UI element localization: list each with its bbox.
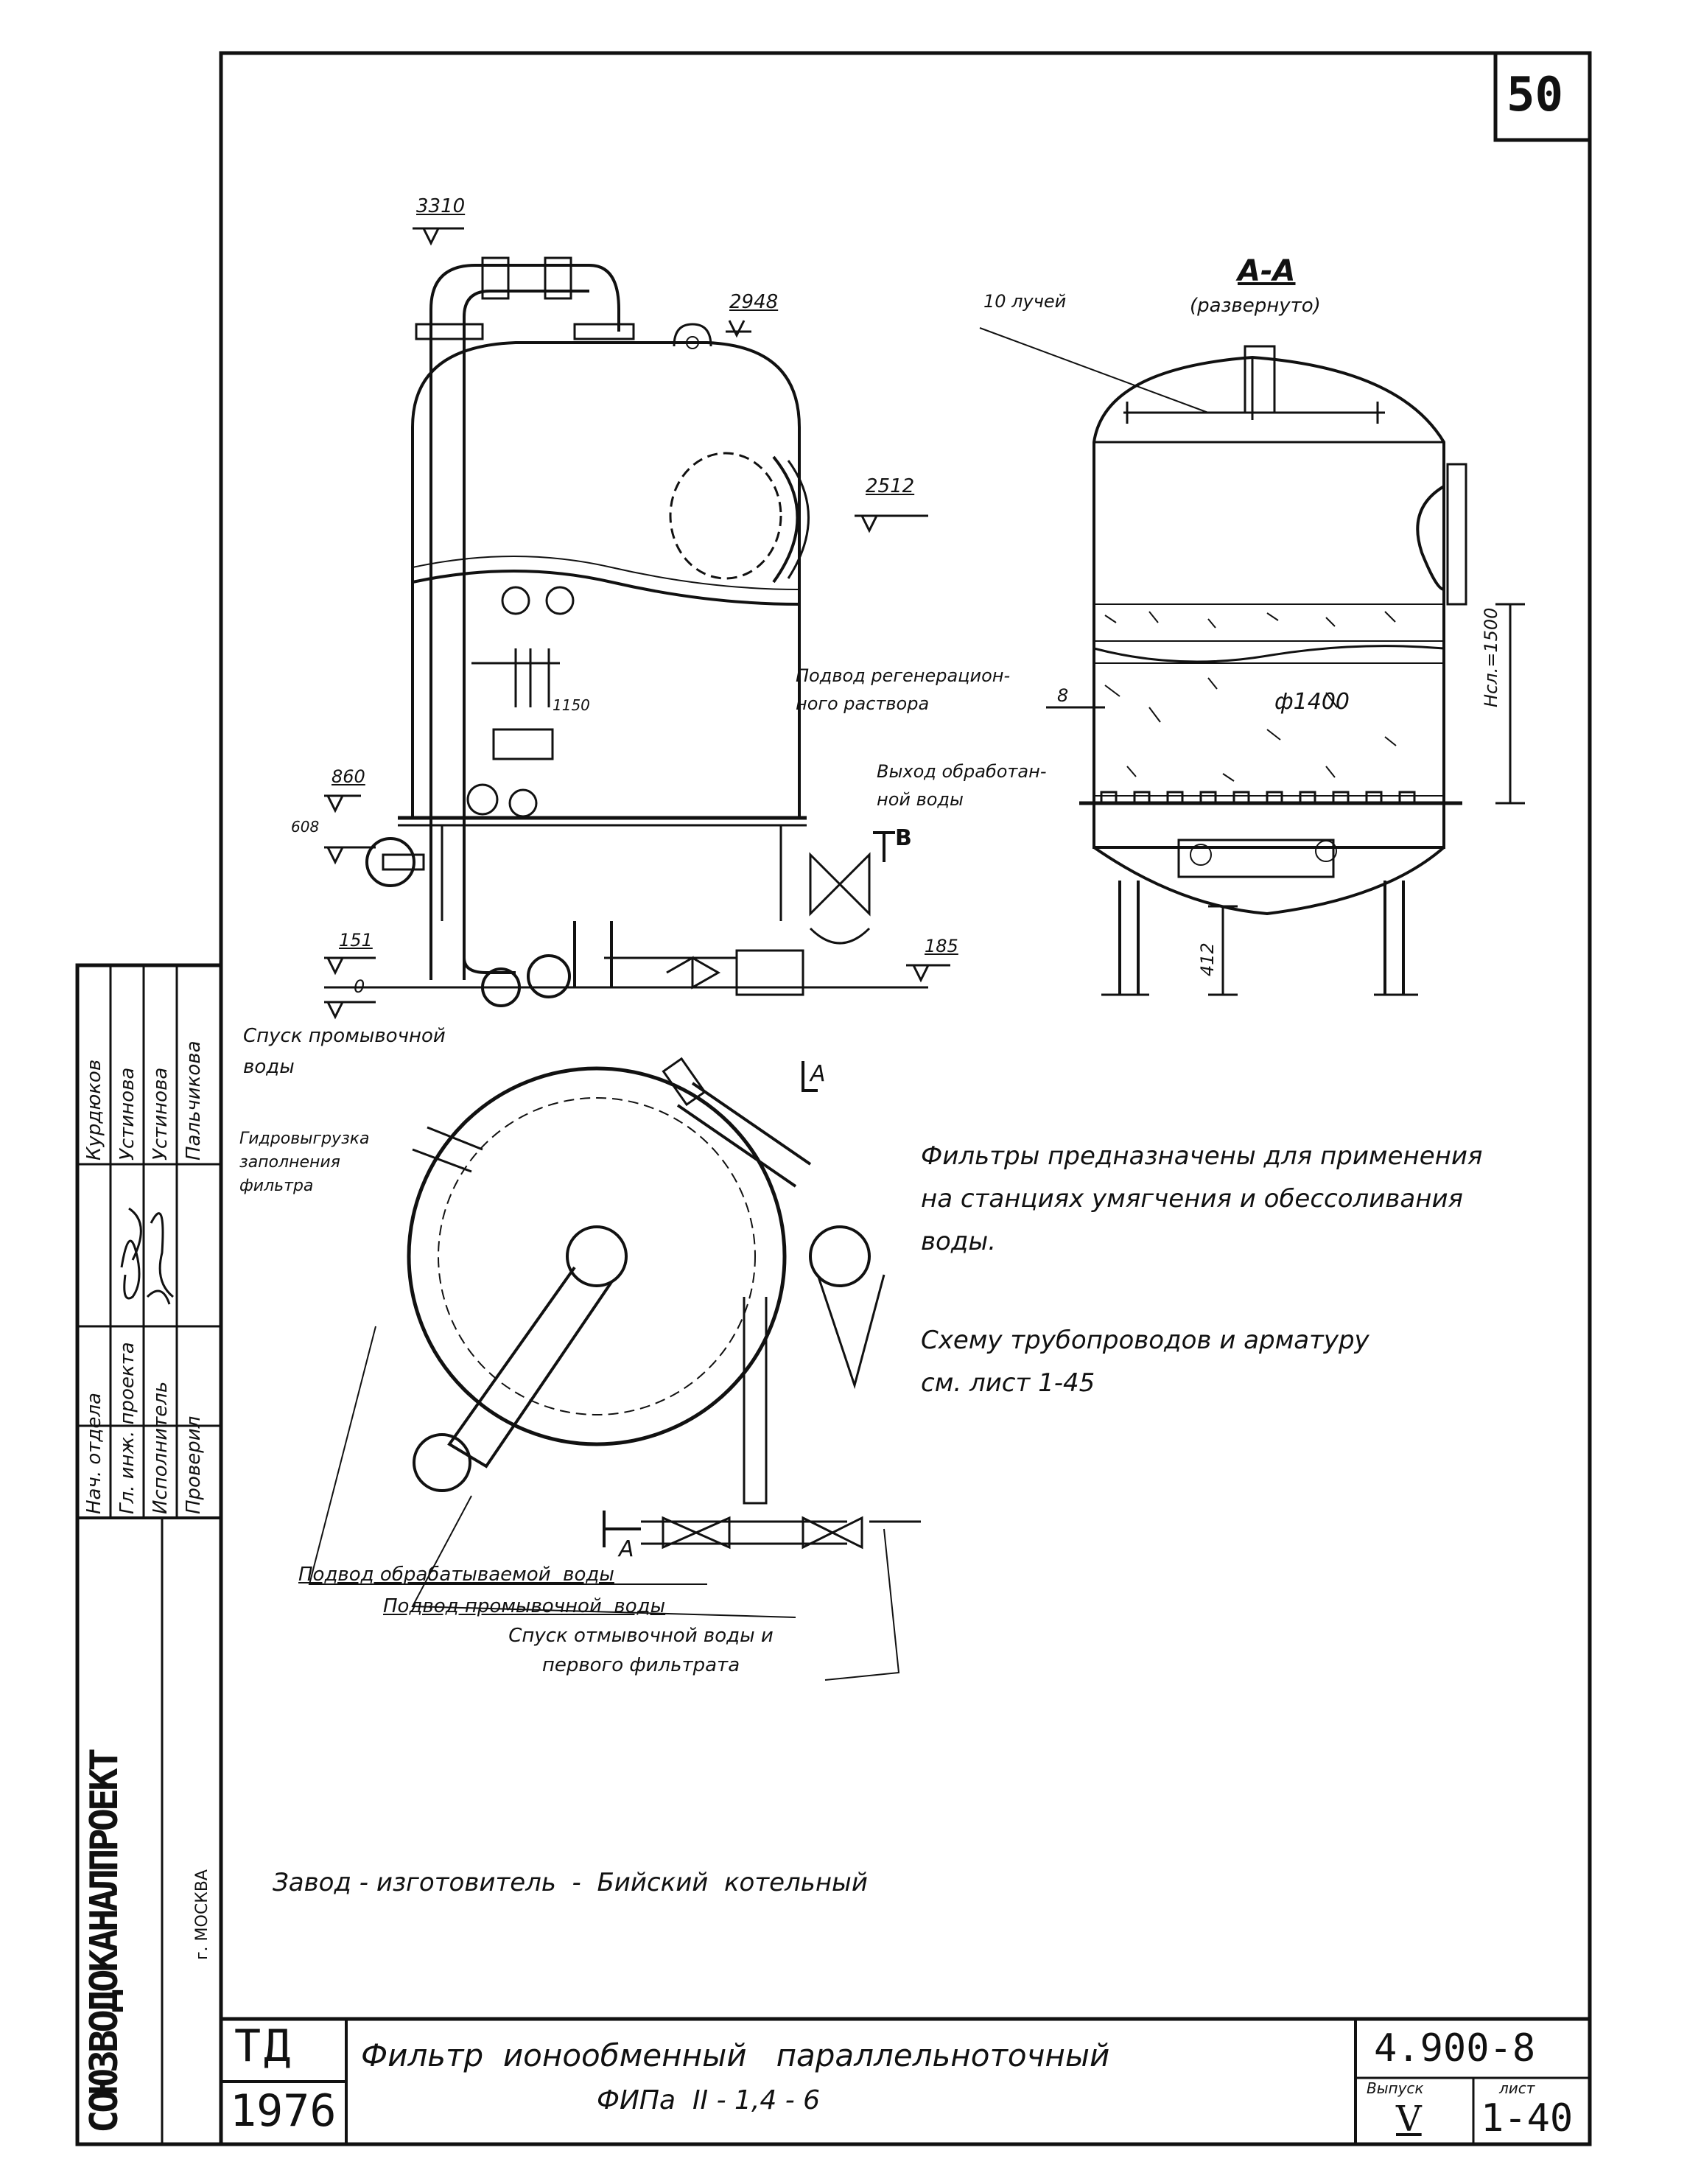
dim-860: 860 [332, 766, 365, 787]
role-checker: Проверил [183, 1415, 205, 1514]
signature-2 [146, 1212, 174, 1305]
dim-608: 608 [291, 818, 320, 836]
note-piping-line2: см. лист 1-45 [921, 1368, 1095, 1398]
elevation-view [324, 227, 950, 1020]
organization-name: СОЮЗВОДОКАНАЛПРОЕКТ [83, 1751, 127, 2133]
note-piping-line1: Схему трубопроводов и арматуру [921, 1326, 1369, 1355]
signature-1 [120, 1207, 142, 1300]
plan-view [308, 1057, 921, 1681]
note-purpose-line1: Фильтры предназначены для применения [921, 1141, 1483, 1171]
dim-3310: 3310 [416, 195, 466, 217]
dim-2948: 2948 [729, 291, 779, 313]
issue-value: V [1396, 2099, 1422, 2140]
role-executor: Исполнитель [150, 1381, 172, 1514]
stamp-code: ТД [234, 2020, 294, 2072]
label-rays: 10 лучей [983, 291, 1067, 312]
name-kurdyukov: Курдюков [83, 1059, 105, 1161]
sheet-frame [75, 51, 1592, 2146]
role-chief-engineer: Гл. инж. проекта [116, 1342, 138, 1514]
drawing-title-line2: ФИПа II - 1,4 - 6 [597, 2085, 821, 2115]
label-wash-drain: Спуск промывочной воды [243, 1025, 446, 1078]
label-leg-height: 412 [1197, 942, 1218, 976]
doc-number: 4.900-8 [1374, 2026, 1536, 2071]
sheet-label: лист [1499, 2079, 1535, 2097]
issue-label: Выпуск [1367, 2079, 1424, 2097]
name-ustinova-2: Устинова [150, 1067, 172, 1161]
organization-city: г. МОСКВА [193, 1869, 211, 1960]
note-purpose: Фильтры предназначены для применения на … [921, 1135, 1482, 1263]
label-regen-feed: Подвод регенерацион- ного раствора [796, 665, 1011, 714]
label-hydro-unload: Гидровыгрузка заполнения фильтра [239, 1130, 370, 1195]
note-purpose-line3: воды. [921, 1227, 996, 1256]
dim-2512: 2512 [866, 475, 915, 497]
dim-1150: 1150 [553, 696, 590, 714]
level-mark-8: 8 [1057, 685, 1069, 706]
dim-151: 151 [339, 930, 373, 951]
dim-185: 185 [925, 936, 958, 956]
label-diameter: ф1400 [1274, 689, 1350, 715]
dim-0: 0 [354, 976, 365, 997]
section-mark-a-bottom: А [619, 1536, 634, 1562]
label-wash-inlet: Подвод промывочной воды [383, 1595, 666, 1617]
name-ustinova-1: Устинова [116, 1067, 138, 1161]
note-manufacturer: Завод - изготовитель - Бийский котельный [273, 1868, 868, 1897]
section-subtitle: (развернуто) [1190, 295, 1321, 317]
section-title: А-А [1238, 254, 1296, 288]
name-palchikova: Пальчикова [183, 1040, 205, 1161]
role-head-of-dept: Нач. отдела [83, 1393, 105, 1514]
drawing-title-line1: Фильтр ионообменный параллельноточный [361, 2037, 1110, 2073]
page-number: 50 [1507, 68, 1564, 122]
stamp-year: 1976 [230, 2085, 337, 2137]
section-view [979, 327, 1525, 996]
label-treated-outlet: Выход обработан- ной воды [877, 761, 1047, 810]
section-mark-a-top: А [810, 1061, 826, 1087]
label-drain-first: Спуск отмывочной воды и первого фильтрат… [508, 1625, 774, 1676]
note-piping: Схему трубопроводов и арматуру см. лист … [921, 1319, 1369, 1404]
label-treated-inlet: Подвод обрабатываемой воды [298, 1564, 614, 1586]
sheet-value: 1-40 [1481, 2096, 1574, 2141]
section-mark-b: В [895, 825, 912, 851]
label-layer-height: Нсл.=1500 [1481, 607, 1501, 707]
note-purpose-line2: на станциях умягчения и обессоливания [921, 1184, 1463, 1214]
